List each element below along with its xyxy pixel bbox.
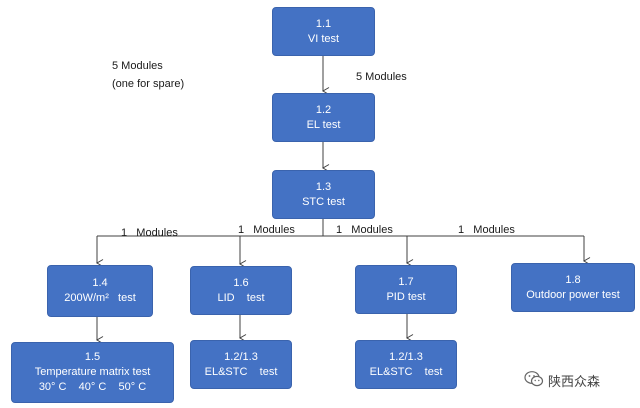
left-note-spare: (one for spare): [112, 78, 185, 90]
node-text: EL&STC test: [204, 365, 278, 378]
node-200w-test: 1.4 200W/m² test: [47, 265, 153, 317]
node-text: LID test: [217, 291, 265, 304]
node-text-temperatures: 30° C 40° C 50° C: [38, 381, 147, 393]
node-outdoor-power-test: 1.8 Outdoor power test: [511, 263, 635, 312]
node-text: 200W/m² test: [64, 292, 136, 304]
branch-label-1: 1 Modules: [121, 227, 178, 239]
wechat-icon: [524, 370, 544, 391]
node-number: 1.2/1.3: [389, 350, 423, 363]
node-el-stc-test-after-lid: 1.2/1.3 EL&STC test: [190, 340, 292, 389]
node-number: 1.2/1.3: [224, 350, 258, 363]
node-text: EL&STC test: [369, 365, 443, 378]
node-text: Outdoor power test: [526, 288, 620, 301]
node-text: VI test: [307, 32, 340, 45]
node-number: 1.5: [84, 351, 101, 363]
node-text: Temperature matrix test: [34, 366, 151, 378]
node-number: 1.4: [92, 277, 108, 289]
watermark-text: 陕西众森: [548, 373, 601, 389]
node-stc-test: 1.3 STC test: [272, 170, 375, 219]
node-temperature-matrix-test: 1.5 Temperature matrix test 30° C 40° C …: [11, 342, 174, 403]
node-text: EL test: [306, 118, 341, 131]
node-number: 1.7: [398, 275, 414, 288]
watermark: 陕西众森: [524, 370, 600, 390]
node-number: 1.2: [315, 103, 332, 116]
node-number: 1.3: [315, 180, 332, 193]
branch-label-4: 1 Modules: [458, 224, 515, 236]
node-lid-test: 1.6 LID test: [190, 266, 292, 315]
arrow-label-5-modules: 5 Modules: [356, 71, 407, 83]
node-number: 1.8: [565, 273, 581, 286]
node-vi-test: 1.1 VI test: [272, 7, 375, 56]
node-pid-test: 1.7 PID test: [355, 265, 457, 314]
node-text: PID test: [386, 290, 426, 303]
node-el-stc-test-after-pid: 1.2/1.3 EL&STC test: [355, 340, 457, 389]
node-number: 1.1: [315, 17, 332, 30]
branch-label-3: 1 Modules: [336, 224, 393, 236]
node-text: STC test: [302, 195, 345, 208]
node-el-test: 1.2 EL test: [272, 93, 375, 142]
node-number: 1.6: [233, 276, 249, 289]
branch-label-2: 1 Modules: [238, 224, 295, 236]
left-note: 5 Modules: [112, 60, 163, 72]
